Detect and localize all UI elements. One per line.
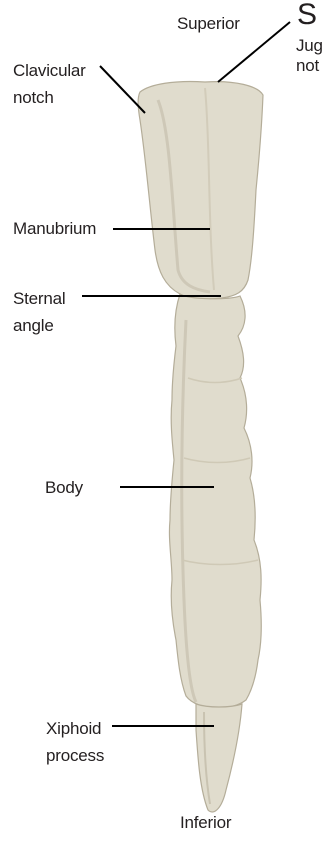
xiphoid-process-label: Xiphoid process: [46, 715, 104, 769]
clavicular-notch-label: Clavicular notch: [13, 57, 86, 111]
superior-label: Superior: [177, 13, 240, 35]
inferior-label: Inferior: [180, 812, 231, 834]
manubrium-bone: [138, 81, 263, 299]
title-letter: S: [297, 0, 317, 32]
clavicular-notch-leader: [100, 66, 145, 113]
jugular-notch-label: Jug not: [296, 36, 323, 76]
body-label: Body: [45, 477, 83, 499]
manubrium-label: Manubrium: [13, 218, 96, 240]
sternal-angle-label: Sternal angle: [13, 285, 65, 339]
xiphoid-bone: [196, 704, 242, 812]
